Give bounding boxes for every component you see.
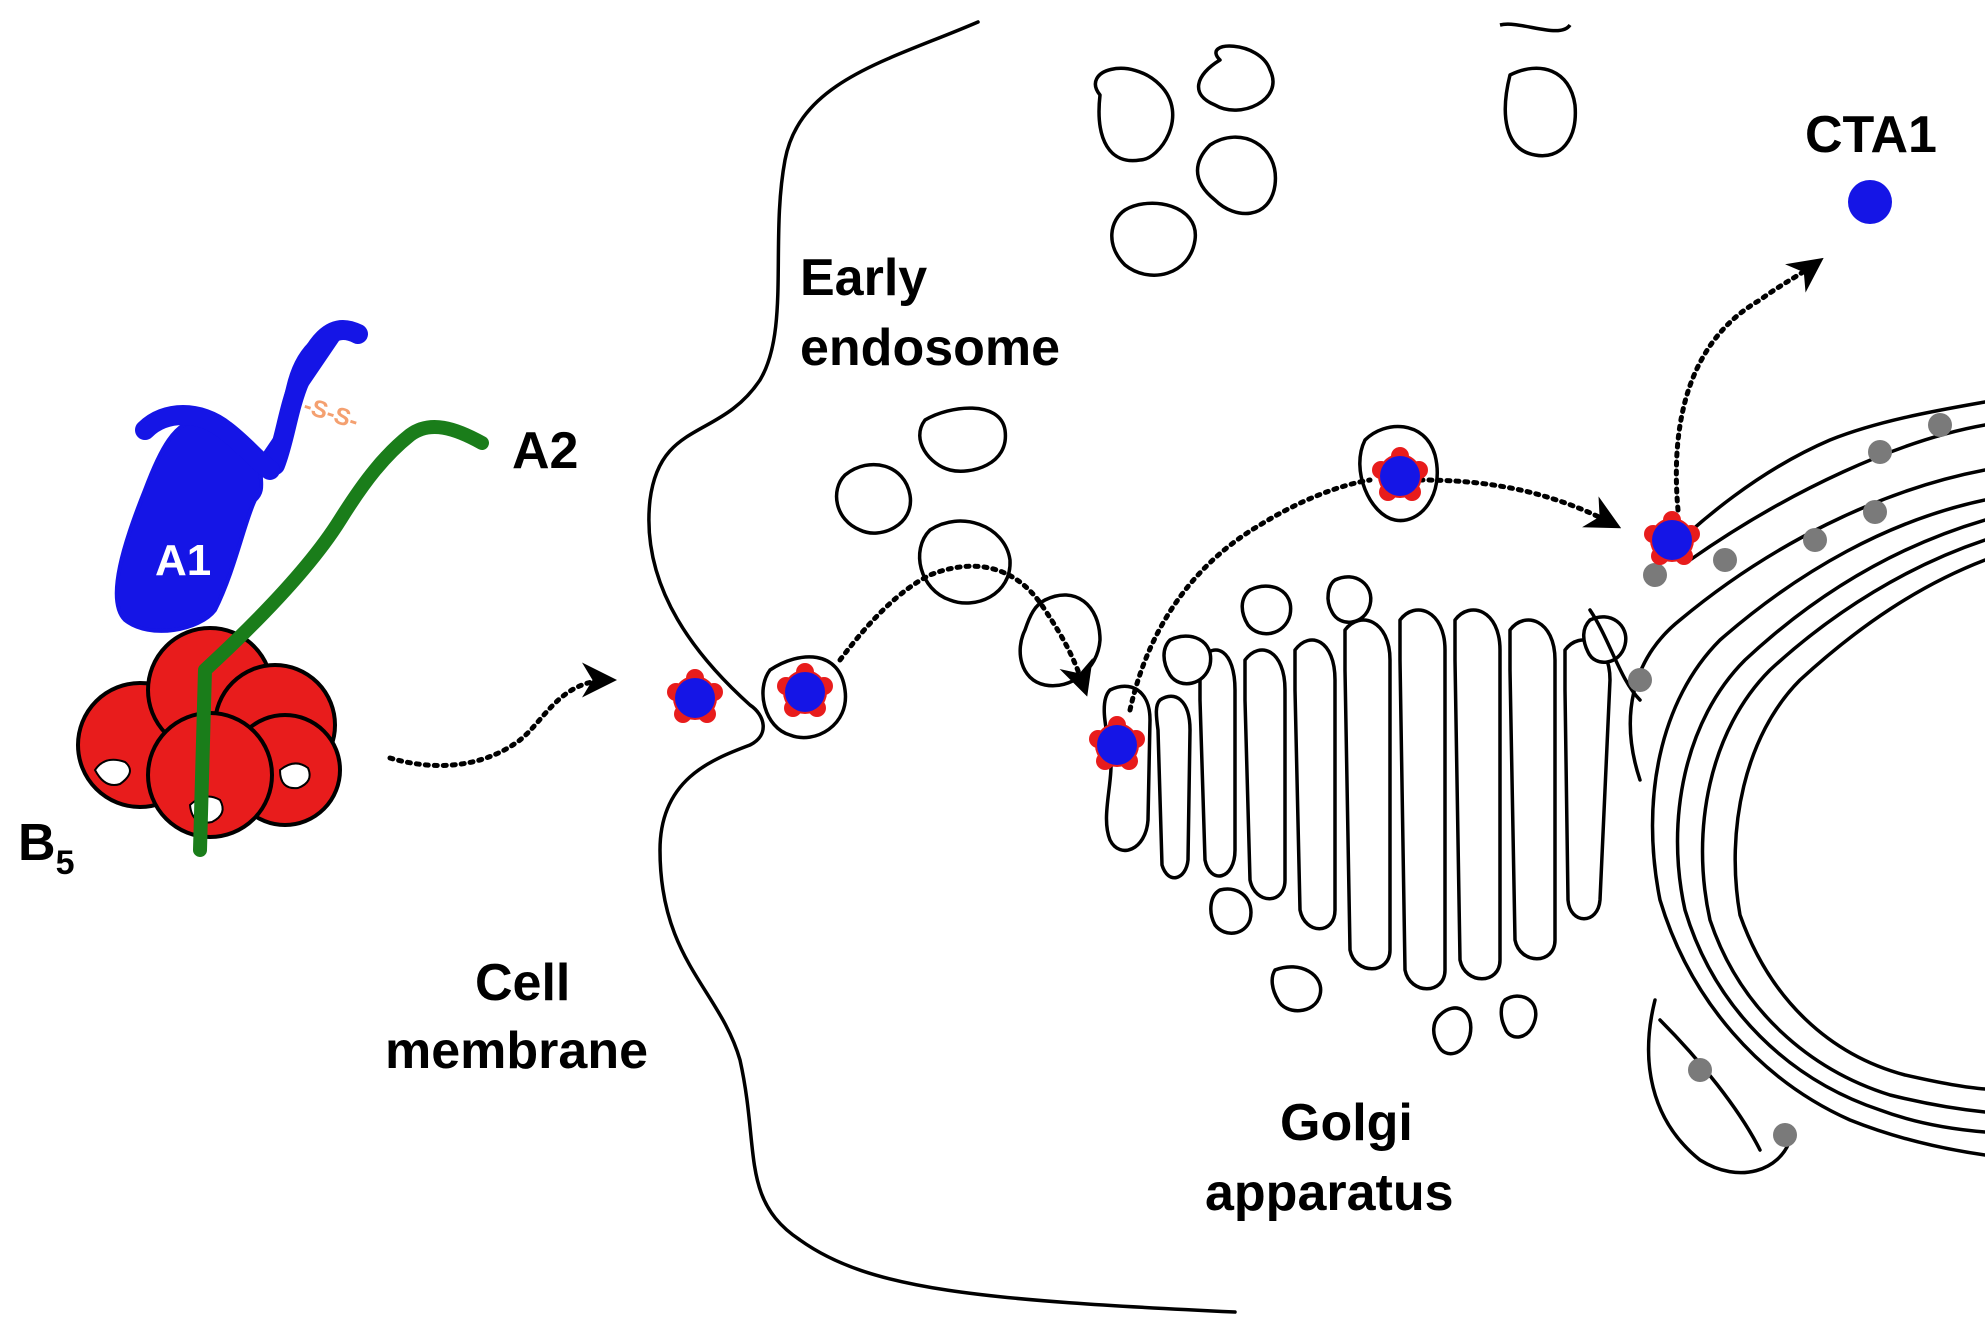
early-endosome-vesicles bbox=[834, 22, 1578, 688]
er-ribosomes bbox=[1628, 413, 1952, 1147]
arrow-to-endosome bbox=[837, 563, 1093, 697]
arrow-to-er bbox=[1417, 477, 1622, 529]
endoplasmic-reticulum bbox=[1588, 400, 1985, 1175]
cta1-label: CTA1 bbox=[1805, 106, 1937, 164]
early-endosome-label-line2: endosome bbox=[800, 319, 1060, 377]
b5-label: B5 bbox=[18, 814, 74, 882]
golgi-apparatus bbox=[1102, 575, 1628, 1056]
toxin-at-membrane bbox=[667, 669, 723, 723]
arrow-to-golgi bbox=[1127, 477, 1373, 713]
a1-label: A1 bbox=[155, 536, 211, 585]
disulfide-label: -S-S- bbox=[300, 392, 362, 435]
cell-membrane-label-line1: Cell bbox=[475, 954, 570, 1012]
a1-tail bbox=[265, 320, 368, 475]
cta1-released bbox=[1848, 180, 1892, 224]
arrow-to-cytosol bbox=[1673, 257, 1824, 513]
a2-chain bbox=[193, 420, 489, 857]
golgi-label-line2: apparatus bbox=[1205, 1164, 1454, 1222]
a1-linker bbox=[135, 405, 280, 480]
arrow-uptake bbox=[387, 662, 617, 768]
golgi-label-line1: Golgi bbox=[1280, 1094, 1413, 1152]
a2-label: A2 bbox=[512, 422, 578, 480]
cholera-toxin-holotoxin: A1 -S-S- A2 B5 bbox=[18, 320, 578, 882]
early-endosome-label-line1: Early bbox=[800, 249, 927, 307]
toxin-at-er bbox=[1644, 511, 1700, 565]
cell-membrane-label-line2: membrane bbox=[385, 1022, 648, 1080]
trafficking-pathway bbox=[387, 257, 1824, 768]
cell-membrane bbox=[647, 20, 1237, 1314]
